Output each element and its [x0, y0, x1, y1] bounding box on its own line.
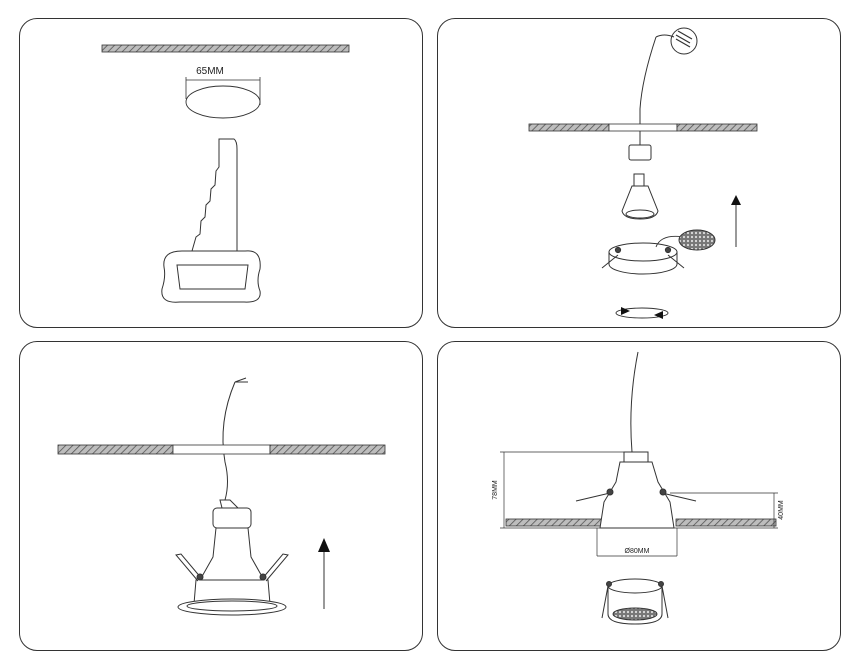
step-3-mount-panel — [19, 341, 423, 651]
hole-dimension-label: 65MM — [196, 66, 224, 77]
power-cable — [630, 351, 639, 453]
rotate-arrows-icon — [615, 307, 669, 319]
power-cable — [222, 381, 236, 501]
downlight-frame — [601, 242, 685, 275]
power-cable — [639, 36, 657, 145]
step-4-dimensions-panel: 78MM 40MM Ø80MM — [437, 341, 841, 651]
lamp-socket — [628, 144, 652, 161]
cutout-hole — [185, 85, 261, 119]
diameter-label: Ø80MM — [625, 548, 650, 555]
mount-illustration — [57, 377, 386, 616]
honeycomb-trim-ring — [601, 578, 669, 625]
ceiling-board-right — [676, 123, 758, 132]
ceiling-board-left — [528, 123, 610, 132]
ceiling-board-left — [505, 518, 607, 527]
ceiling-board-left — [57, 444, 174, 455]
gu10-bulb-icon — [621, 173, 659, 220]
downlight-side-view — [575, 451, 697, 529]
ceiling-board-right — [269, 444, 386, 455]
wiring-illustration — [528, 27, 758, 319]
dimensions-illustration: 78MM 40MM Ø80MM — [492, 351, 785, 625]
ceiling-board — [101, 44, 350, 53]
ceiling-board-right — [675, 518, 777, 527]
hole-saw-tool-icon — [161, 138, 261, 303]
step-1-cutout-panel: 65MM — [19, 18, 423, 328]
dimension-lines — [500, 451, 778, 557]
total-height-label: 78MM — [492, 480, 499, 500]
ceiling-opening — [172, 444, 271, 455]
connector-detail-icon — [670, 27, 698, 55]
ceiling-opening — [608, 123, 678, 132]
step-2-wiring-panel — [437, 18, 841, 328]
cutout-illustration: 65MM — [101, 44, 350, 303]
honeycomb-insert-icon — [678, 229, 716, 251]
recess-height-label: 40MM — [778, 500, 785, 520]
downlight-assembly — [175, 499, 289, 616]
